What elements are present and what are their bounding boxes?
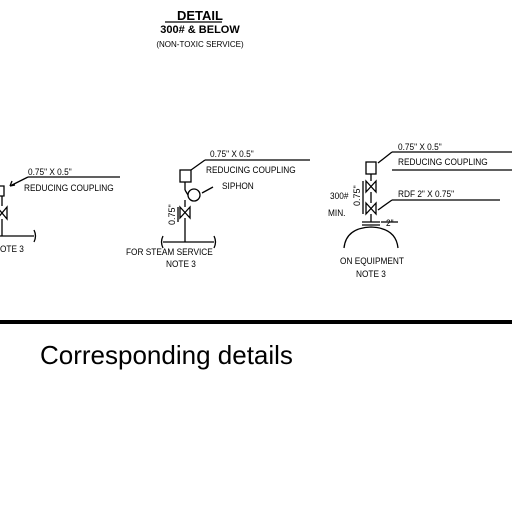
right-valve-icon-lower	[365, 201, 377, 216]
middle-note-label: NOTE 3	[166, 259, 196, 269]
middle-size-leader	[190, 159, 206, 171]
equipment-shell	[343, 226, 399, 249]
detail-pressure-class: 300# & BELOW	[160, 24, 240, 36]
left-instrument-assembly	[0, 176, 120, 243]
left-gauge-icon	[0, 185, 5, 197]
right-fitting-label: REDUCING COUPLING	[398, 157, 488, 167]
siphon-label: SIPHON	[222, 181, 254, 191]
right-dimension-label: 0.75"	[352, 185, 362, 206]
left-fitting-label: REDUCING COUPLING	[24, 183, 114, 193]
detail-drawing	[0, 21, 512, 249]
right-size-label: 0.75" X 0.5"	[398, 142, 442, 152]
rdf-label: RDF 2" X 0.75"	[398, 189, 455, 199]
left-size-leader	[9, 176, 29, 187]
siphon-leader	[201, 186, 214, 194]
right-instrument-assembly	[343, 151, 512, 249]
right-valve-icon-upper	[365, 179, 377, 194]
middle-size-label: 0.75" X 0.5"	[210, 149, 254, 159]
right-size-leader	[377, 151, 393, 164]
right-min-label: MIN.	[328, 208, 346, 218]
right-gauge-icon	[365, 161, 377, 175]
left-note-label: NOTE 3	[0, 244, 24, 254]
rdf-leader	[377, 199, 393, 211]
siphon-icon	[187, 188, 201, 202]
caption-text: Corresponding details	[40, 340, 293, 370]
section-divider	[0, 320, 512, 324]
right-note-label: NOTE 3	[356, 269, 386, 279]
equipment-label: ON EQUIPMENT	[340, 256, 404, 266]
middle-fitting-label: REDUCING COUPLING	[206, 165, 296, 175]
middle-instrument-assembly	[160, 159, 310, 249]
right-pipe-size-label: 2"	[386, 218, 394, 228]
middle-service-label: FOR STEAM SERVICE	[126, 247, 213, 257]
detail-service-note: (NON-TOXIC SERVICE)	[156, 40, 244, 49]
right-rating-label: 300#	[330, 191, 349, 201]
left-size-label: 0.75" X 0.5"	[28, 167, 72, 177]
middle-dimension-label: 0.75"	[167, 204, 177, 225]
left-valve-icon	[0, 205, 8, 221]
middle-gauge-icon	[179, 169, 192, 183]
middle-valve-icon	[179, 205, 191, 220]
detail-title: DETAIL	[177, 8, 223, 23]
